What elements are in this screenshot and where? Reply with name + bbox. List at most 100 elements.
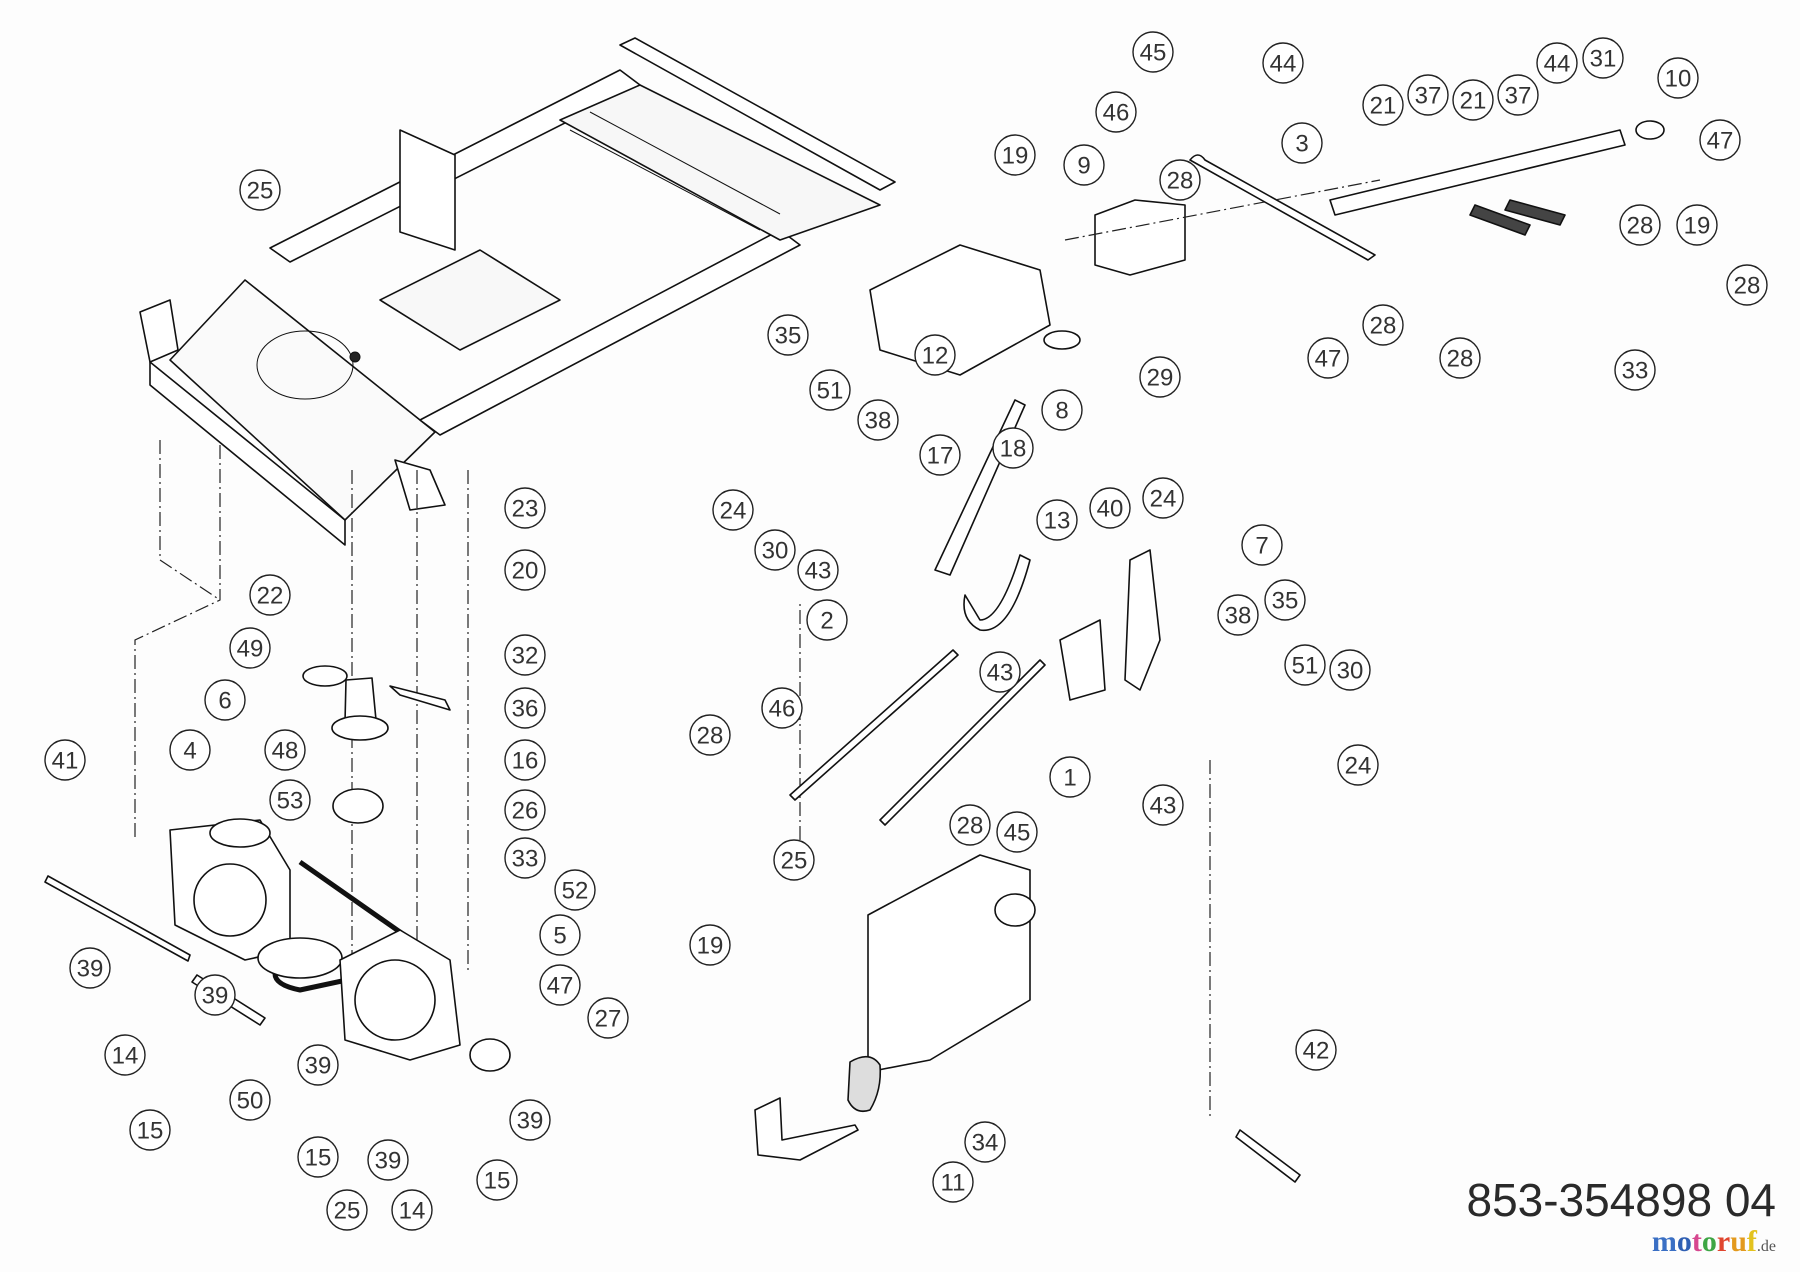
callout-circle: [1241, 524, 1283, 566]
callout-circle: [476, 1159, 518, 1201]
callout-label: 51: [817, 378, 844, 405]
callout-circle: [504, 487, 546, 529]
callout-label: 25: [247, 178, 274, 205]
callout-circle: [949, 804, 991, 846]
callout-part-43: 43: [1142, 784, 1184, 826]
watermark-tld: .de: [1756, 1238, 1776, 1255]
callout-part-21: 21: [1452, 79, 1494, 121]
callout-circle: [767, 314, 809, 356]
callout-circle: [1295, 1029, 1337, 1071]
callout-part-47: 47: [1307, 337, 1349, 379]
callout-part-51: 51: [1284, 644, 1326, 686]
callout-circle: [964, 1121, 1006, 1163]
callout-label: 37: [1505, 83, 1532, 110]
callout-label: 15: [137, 1118, 164, 1145]
callout-label: 15: [484, 1168, 511, 1195]
callout-circle: [1262, 42, 1304, 84]
callout-label: 25: [334, 1198, 361, 1225]
callout-part-52: 52: [554, 869, 596, 911]
callout-part-22: 22: [249, 574, 291, 616]
idler-assembly: [302, 665, 451, 824]
callout-part-23: 23: [504, 487, 546, 529]
callout-label: 21: [1370, 93, 1397, 120]
callout-label: 44: [1544, 51, 1571, 78]
callout-circle: [194, 974, 236, 1016]
callout-label: 28: [697, 723, 724, 750]
callout-label: 52: [562, 878, 589, 905]
callout-part-20: 20: [504, 549, 546, 591]
callout-label: 28: [1370, 313, 1397, 340]
callout-circle: [754, 529, 796, 571]
callout-part-43: 43: [979, 651, 1021, 693]
callout-label: 25: [781, 848, 808, 875]
callout-circle: [504, 789, 546, 831]
callout-label: 35: [775, 323, 802, 350]
callout-circle: [509, 1099, 551, 1141]
callout-circle: [689, 714, 731, 756]
callout-label: 40: [1097, 496, 1124, 523]
callout-label: 5: [553, 923, 566, 950]
callout-part-21: 21: [1362, 84, 1404, 126]
watermark-letter: r: [1716, 1225, 1731, 1258]
callout-label: 43: [805, 558, 832, 585]
callout-label: 47: [547, 973, 574, 1000]
callout-part-25: 25: [239, 169, 281, 211]
callout-part-24: 24: [1337, 744, 1379, 786]
callout-part-41: 41: [44, 739, 86, 781]
callout-label: 23: [512, 496, 539, 523]
callout-circle: [104, 1034, 146, 1076]
callout-circle: [1281, 122, 1323, 164]
callout-part-18: 18: [992, 427, 1034, 469]
callout-circle: [712, 489, 754, 531]
callout-part-32: 32: [504, 634, 546, 676]
callout-part-2: 2: [806, 599, 848, 641]
callout-circle: [809, 369, 851, 411]
callout-part-31: 31: [1582, 37, 1624, 79]
callout-part-12: 12: [914, 334, 956, 376]
callout-part-28: 28: [1159, 159, 1201, 201]
callout-part-44: 44: [1536, 42, 1578, 84]
callout-circle: [554, 869, 596, 911]
callout-part-19: 19: [994, 134, 1036, 176]
callout-circle: [857, 399, 899, 441]
callout-circle: [914, 334, 956, 376]
callout-circle: [504, 549, 546, 591]
callout-label: 39: [202, 983, 229, 1010]
callout-circle: [1159, 159, 1201, 201]
watermark-letter: u: [1730, 1225, 1747, 1258]
callout-label: 16: [512, 748, 539, 775]
callout-label: 39: [77, 956, 104, 983]
callout-circle: [504, 837, 546, 879]
callout-circle: [1699, 119, 1741, 161]
callout-part-44: 44: [1262, 42, 1304, 84]
callout-circle: [1036, 499, 1078, 541]
callout-part-28: 28: [1619, 204, 1661, 246]
callout-label: 45: [1140, 40, 1167, 67]
callout-circle: [587, 997, 629, 1039]
callout-circle: [996, 811, 1038, 853]
callout-part-43: 43: [797, 549, 839, 591]
callout-label: 28: [1627, 213, 1654, 240]
callout-circle: [1095, 91, 1137, 133]
callout-label: 28: [1447, 346, 1474, 373]
callout-circle: [129, 1109, 171, 1151]
callout-part-16: 16: [504, 739, 546, 781]
callout-part-30: 30: [754, 529, 796, 571]
callout-circle: [1619, 204, 1661, 246]
callout-part-38: 38: [857, 399, 899, 441]
callout-label: 42: [1303, 1038, 1330, 1065]
callout-part-24: 24: [712, 489, 754, 531]
callout-part-42: 42: [1295, 1029, 1337, 1071]
callout-part-28: 28: [1439, 337, 1481, 379]
callout-circle: [979, 651, 1021, 693]
callout-label: 39: [517, 1108, 544, 1135]
callout-part-14: 14: [104, 1034, 146, 1076]
mower-frame: [139, 37, 896, 546]
callout-label: 7: [1255, 533, 1268, 560]
callout-part-46: 46: [1095, 91, 1137, 133]
callout-part-37: 37: [1407, 74, 1449, 116]
callout-part-25: 25: [326, 1189, 368, 1231]
callout-circle: [1676, 204, 1718, 246]
callout-circle: [1142, 477, 1184, 519]
